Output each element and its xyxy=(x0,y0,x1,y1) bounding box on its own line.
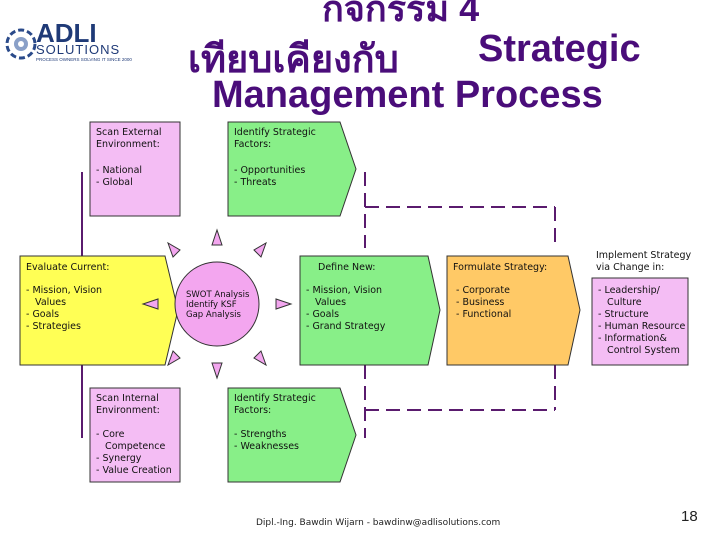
logo-tagline: PROCESS OWNERS SOLVING IT SINCE 2000 xyxy=(36,57,132,62)
identify-internal-title: Identify Strategic Factors: xyxy=(234,393,316,416)
identify-external-arrow xyxy=(227,121,357,217)
implement-strategy-box xyxy=(591,277,689,366)
slide-title-line-2-thai: เทียบเคียงกับ xyxy=(188,39,399,81)
scan-internal-items: - Core Competence - Synergy - Value Crea… xyxy=(96,429,172,476)
identify-external-items: - Opportunities - Threats xyxy=(234,165,306,188)
swot-sun-icon xyxy=(141,228,293,380)
define-new-items: - Mission, Vision Values - Goals - Grand… xyxy=(306,285,386,332)
implement-strategy-items: - Leadership/ Culture - Structure - Huma… xyxy=(598,285,686,356)
identify-internal-arrow xyxy=(227,387,357,483)
slide-title-line-1: กิจกรรม 4 xyxy=(322,0,480,29)
page-number: 18 xyxy=(681,508,698,525)
evaluate-current-items: - Mission, Vision Values - Goals - Strat… xyxy=(26,285,103,332)
evaluate-current-title: Evaluate Current: xyxy=(26,262,110,273)
implement-strategy-title: Implement Strategy via Change in: xyxy=(596,250,692,273)
identify-external-title: Identify Strategic Factors: xyxy=(234,127,316,150)
logo-emblem-icon xyxy=(5,28,37,60)
scan-external-box xyxy=(89,121,181,217)
logo-subtitle: SOLUTIONS xyxy=(36,42,121,57)
define-new-arrow xyxy=(299,255,441,366)
identify-internal-items: - Strengths - Weaknesses xyxy=(234,429,300,452)
formulate-strategy-items: - Corporate - Business - Functional xyxy=(456,285,512,320)
logo-name: ADLI xyxy=(36,18,97,48)
scan-internal-title: Scan Internal Environment: xyxy=(96,393,160,416)
evaluate-current-arrow xyxy=(19,255,179,366)
slide-title-line-3: Management Process xyxy=(212,74,603,116)
slide-title-line-2-english: Strategic xyxy=(478,28,641,70)
scan-internal-box xyxy=(89,387,181,483)
formulate-strategy-arrow xyxy=(446,255,581,366)
footer-credit: Dipl.-Ing. Bawdin Wijarn - bawdinw@adlis… xyxy=(256,518,501,528)
scan-external-items: - National - Global xyxy=(96,165,143,188)
formulate-strategy-title: Formulate Strategy: xyxy=(453,262,548,273)
swot-text: SWOT Analysis Identify KSF Gap Analysis xyxy=(186,290,250,320)
define-new-title: Define New: xyxy=(318,262,376,273)
scan-external-title: Scan External Environment: xyxy=(96,127,162,150)
